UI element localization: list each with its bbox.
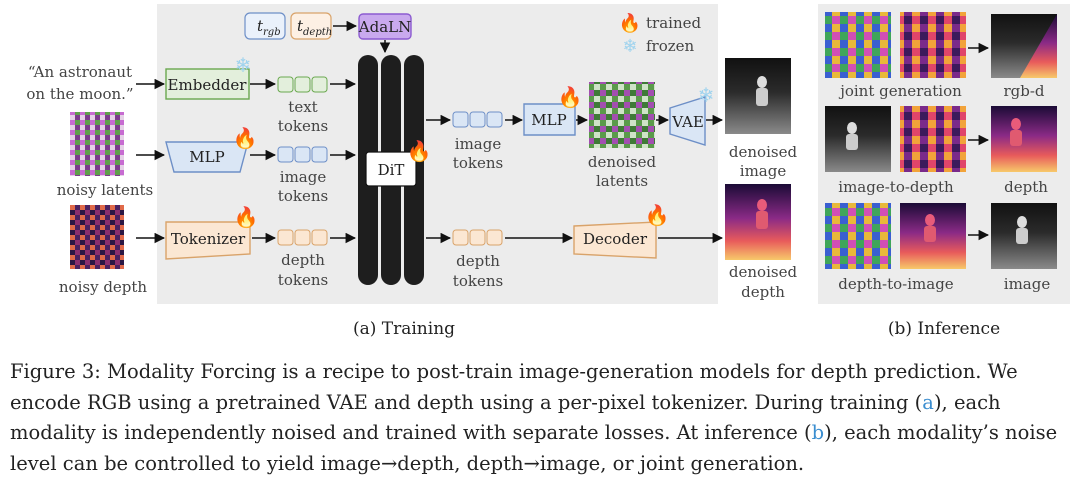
i2d-input-image — [825, 106, 891, 172]
figure-caption: Figure 3: Modality Forcing is a recipe t… — [10, 357, 1072, 479]
text-tokens-label-2: tokens — [278, 117, 328, 135]
joint-noise-rgb — [825, 12, 891, 78]
denoised-depth-label-2: depth — [741, 283, 785, 301]
joint-noise-depth — [900, 12, 966, 78]
i2d-noise-depth — [900, 106, 966, 172]
denoised-image-picture — [725, 58, 791, 134]
tokenizer-box — [165, 221, 251, 260]
embedder-label: Embedder — [168, 76, 248, 94]
joint-generation-label: joint generation — [838, 82, 962, 100]
depth-to-image-label: depth-to-image — [838, 275, 954, 293]
depth-tokens-in-label-2: tokens — [278, 271, 328, 289]
vae-label: VAE — [671, 113, 704, 131]
image-tokens-out-label-2: tokens — [453, 154, 503, 172]
image-tokens-out-label-1: image — [455, 135, 502, 153]
adaln-label: AdaLN — [358, 18, 411, 36]
image-to-depth-label: image-to-depth — [838, 178, 954, 196]
denoised-latents-label-1: denoised — [588, 153, 657, 171]
d2i-noise-rgb — [825, 203, 891, 269]
vae-box — [669, 96, 706, 146]
flame-icon-mlp-input: 🔥 — [233, 126, 258, 150]
denoised-image-label-1: denoised — [729, 143, 798, 161]
prompt-text-line1: “An astronaut — [28, 63, 132, 81]
t-depth-label: tdepth — [297, 17, 332, 38]
caption-part-3: ), each modality’s noise level can be co… — [10, 421, 1058, 475]
mlp-input-box — [165, 141, 249, 173]
image-tokens-out — [452, 111, 503, 128]
t-depth-box — [290, 12, 332, 40]
inference-panel-caption: (b) Inference — [888, 319, 1000, 339]
t-rgb-label: trgb — [257, 17, 281, 38]
flame-icon-mlp-output: 🔥 — [558, 85, 583, 109]
caption-ref-b[interactable]: b — [811, 421, 825, 444]
adaln-box — [358, 13, 412, 40]
prompt-text-line2: on the moon.” — [26, 85, 133, 103]
depth-label: depth — [1004, 178, 1048, 196]
text-tokens-label-1: text — [288, 98, 317, 116]
image-tokens-in-label-2: tokens — [278, 187, 328, 205]
noisy-depth-label: noisy depth — [59, 278, 148, 296]
image-tokens-in — [277, 146, 328, 163]
noisy-depth-image — [70, 205, 124, 269]
i2d-output-depth — [991, 106, 1057, 172]
dit-label: DiT — [378, 161, 405, 179]
tokenizer-label: Tokenizer — [171, 230, 246, 248]
denoised-latents-image — [589, 82, 655, 148]
image-tokens-in-label-1: image — [280, 168, 327, 186]
decoder-label: Decoder — [583, 230, 648, 248]
legend-frozen: frozen — [646, 37, 695, 55]
denoised-depth-label-1: denoised — [729, 263, 798, 281]
caption-part-1: Figure 3: Modality Forcing is a recipe t… — [10, 360, 1018, 414]
figure-diagram: “An astronaut on the moon.” noisy latent… — [26, 4, 1070, 339]
mlp-input-label: MLP — [189, 148, 224, 166]
d2i-output-image — [991, 203, 1057, 269]
flame-icon-legend: 🔥 — [619, 12, 641, 34]
mlp-output-label: MLP — [531, 111, 566, 129]
embedder-box — [165, 68, 250, 100]
depth-tokens-in-label-1: depth — [281, 251, 325, 269]
denoised-latents-label-2: latents — [596, 172, 648, 190]
denoised-depth-picture — [725, 184, 791, 260]
flame-icon-decoder: 🔥 — [645, 203, 670, 227]
noisy-latents-image — [70, 112, 124, 176]
snowflake-icon-legend: ❄ — [622, 36, 637, 57]
depth-tokens-out-label-2: tokens — [453, 272, 503, 290]
mlp-output-box — [523, 103, 576, 136]
legend-trained: trained — [646, 14, 701, 32]
snowflake-icon-vae: ❄ — [698, 83, 715, 107]
flame-icon-tokenizer: 🔥 — [234, 205, 259, 229]
decoder-box — [573, 221, 657, 259]
noisy-latents-label: noisy latents — [57, 181, 153, 199]
text-tokens — [277, 76, 328, 93]
rgbd-output — [991, 14, 1057, 78]
snowflake-icon-embedder: ❄ — [235, 53, 252, 77]
depth-tokens-in — [277, 229, 328, 246]
image-label: image — [1004, 275, 1051, 293]
rgbd-label: rgb-d — [1003, 82, 1044, 100]
depth-tokens-out — [452, 229, 503, 246]
d2i-input-depth — [900, 203, 966, 269]
denoised-image-label-2: image — [740, 162, 787, 180]
dit-label-box — [365, 151, 417, 187]
flame-icon-dit: 🔥 — [407, 139, 432, 163]
caption-part-2: ), each modality is independently noised… — [10, 390, 1001, 445]
depth-tokens-out-label-1: depth — [456, 252, 500, 270]
caption-ref-a[interactable]: a — [922, 390, 934, 414]
training-panel-caption: (a) Training — [353, 319, 455, 339]
t-rgb-box — [244, 12, 286, 40]
